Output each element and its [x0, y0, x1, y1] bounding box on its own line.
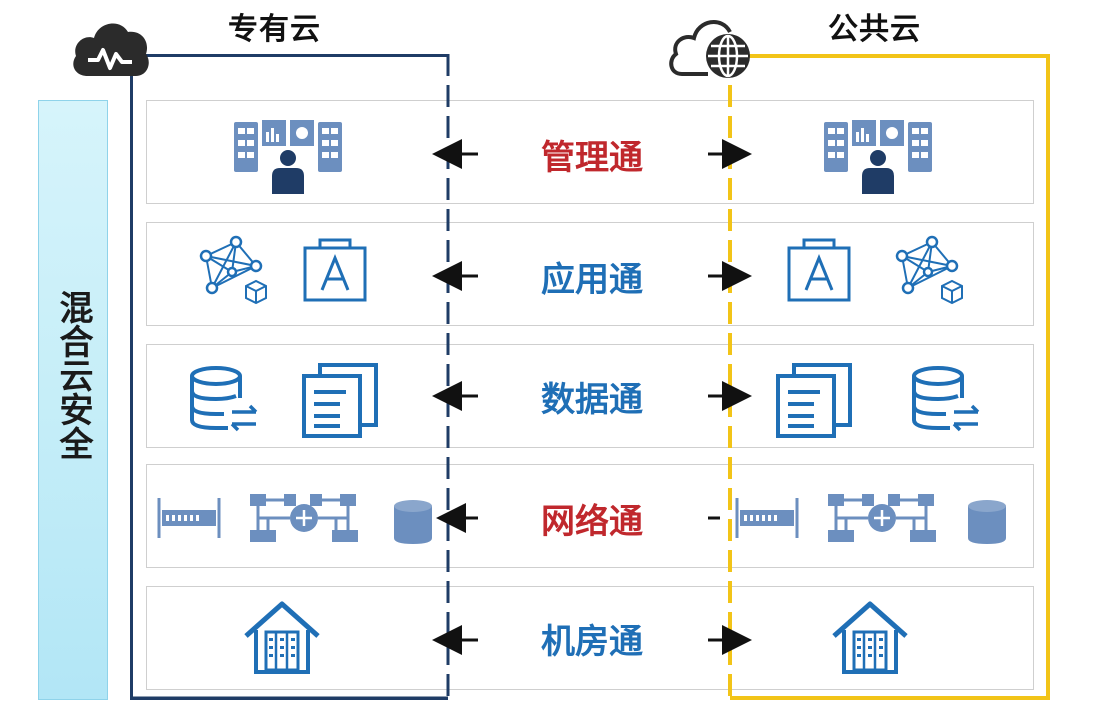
documents-icon [302, 363, 378, 438]
monitoring-console-icon [824, 120, 932, 194]
row-label-application: 应用通 [541, 260, 643, 300]
hybrid-cloud-security-label: 混合云安全 [53, 290, 93, 460]
network-topology-icon [250, 494, 358, 542]
rack-server-icon [157, 498, 221, 538]
hybrid-cloud-security-bar [38, 100, 108, 700]
storage-icon [394, 500, 432, 544]
private-cloud-title: 专有云 [228, 12, 321, 47]
database-sync-icon [190, 366, 258, 432]
private-cloud-icon [73, 23, 149, 76]
network-mesh-icon [199, 235, 267, 305]
row-label-datacenter: 机房通 [541, 622, 643, 662]
row-data [146, 344, 1034, 448]
row-label-data: 数据通 [541, 380, 643, 420]
database-sync-icon [912, 366, 980, 432]
network-mesh-icon [895, 235, 963, 305]
datacenter-building-icon [832, 601, 908, 674]
application-icon [303, 238, 367, 302]
row-application [146, 222, 1034, 326]
network-topology-icon [828, 494, 936, 542]
public-cloud-icon [669, 20, 750, 78]
documents-icon [776, 363, 852, 438]
datacenter-building-icon [244, 601, 320, 674]
rack-server-icon [735, 498, 799, 538]
storage-icon [968, 500, 1006, 544]
row-label-network: 网络通 [541, 502, 643, 542]
monitoring-console-icon [234, 120, 342, 194]
public-cloud-title: 公共云 [828, 12, 921, 47]
row-label-management: 管理通 [541, 138, 643, 178]
application-icon [787, 238, 851, 302]
